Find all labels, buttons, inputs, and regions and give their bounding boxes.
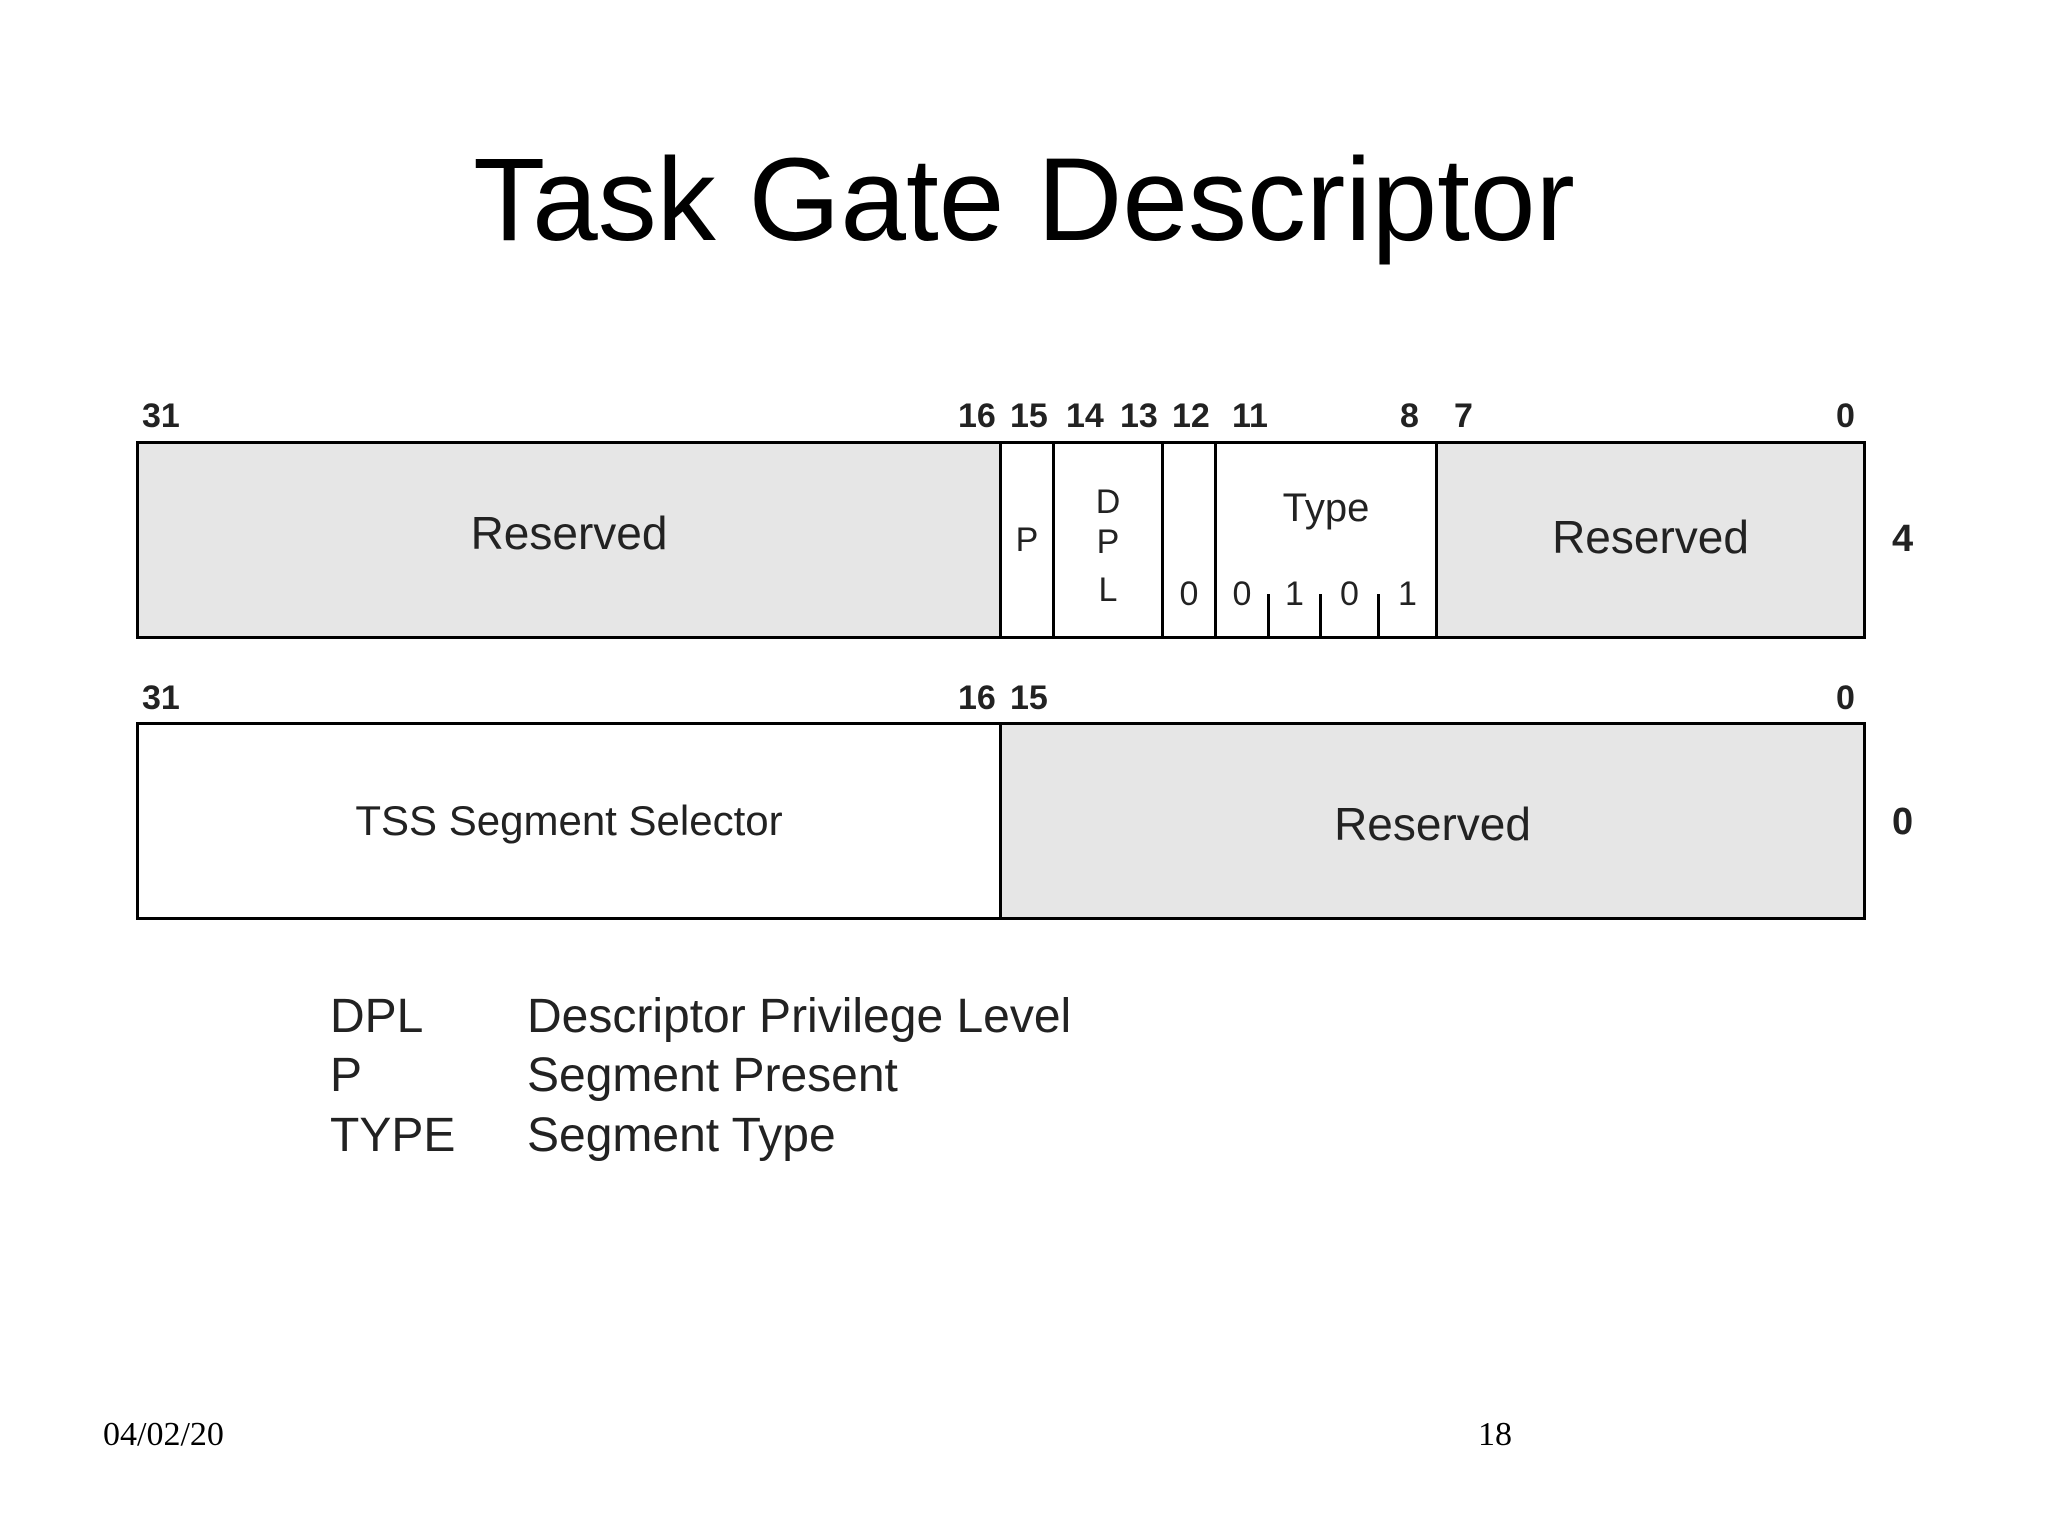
row-offset-0: 0 xyxy=(1892,801,1914,843)
bit-label-7: 7 xyxy=(1454,397,1473,435)
slide-title: Task Gate Descriptor xyxy=(473,134,1575,266)
bit-label-31: 31 xyxy=(142,679,180,717)
bit-label-8: 8 xyxy=(1400,397,1419,435)
bit-label-14: 14 xyxy=(1066,397,1104,435)
reserved-high-label: Reserved xyxy=(470,507,668,559)
field-bit12 xyxy=(1161,441,1217,639)
legend-abbr-p: P xyxy=(330,1049,363,1102)
legend-abbr-type: TYPE xyxy=(330,1109,456,1162)
legend-abbr-dpl: DPL xyxy=(330,990,424,1043)
type-divider xyxy=(1319,594,1322,639)
type-bit-8: 1 xyxy=(1398,575,1417,613)
legend-desc-p: Segment Present xyxy=(527,1049,898,1102)
type-bit-11: 0 xyxy=(1232,575,1252,613)
bit-label-31: 31 xyxy=(142,397,180,435)
bit-label-0: 0 xyxy=(1836,679,1855,717)
dpl-letter-d: D xyxy=(1095,483,1121,521)
bit-label-16: 16 xyxy=(958,679,996,717)
type-divider xyxy=(1267,594,1270,639)
type-bit-10: 1 xyxy=(1285,575,1304,613)
bit-label-0: 0 xyxy=(1836,397,1855,435)
bit-label-12: 12 xyxy=(1172,397,1210,435)
row-offset-4: 4 xyxy=(1892,518,1914,560)
bit-label-13: 13 xyxy=(1120,397,1158,435)
field-reserved-high xyxy=(136,441,1002,639)
tss-selector-label: TSS Segment Selector xyxy=(355,797,783,844)
legend-desc-type: Segment Type xyxy=(527,1109,836,1162)
legend-desc-dpl: Descriptor Privilege Level xyxy=(527,990,1072,1043)
bit12-value: 0 xyxy=(1179,575,1199,613)
dpl-letter-l: L xyxy=(1098,571,1118,609)
p-label: P xyxy=(1015,521,1039,559)
type-divider xyxy=(1377,594,1380,639)
bit-label-11: 11 xyxy=(1232,397,1268,435)
type-bit-9: 0 xyxy=(1340,575,1359,613)
reserved-label: Reserved xyxy=(1334,798,1531,850)
bit-label-16: 16 xyxy=(958,397,996,435)
bit-label-15: 15 xyxy=(1010,679,1048,717)
bit-label-15: 15 xyxy=(1010,397,1048,435)
field-p xyxy=(999,441,1055,639)
type-label: Type xyxy=(1282,486,1370,530)
footer-date: 04/02/20 xyxy=(103,1416,224,1453)
reserved-low-label: Reserved xyxy=(1552,511,1749,563)
dpl-letter-p: P xyxy=(1096,523,1120,561)
field-tss-selector xyxy=(136,722,1002,920)
page-number: 18 xyxy=(1478,1416,1512,1453)
field-reserved-low xyxy=(1435,441,1866,639)
field-reserved xyxy=(999,722,1866,920)
field-dpl xyxy=(1052,441,1164,639)
